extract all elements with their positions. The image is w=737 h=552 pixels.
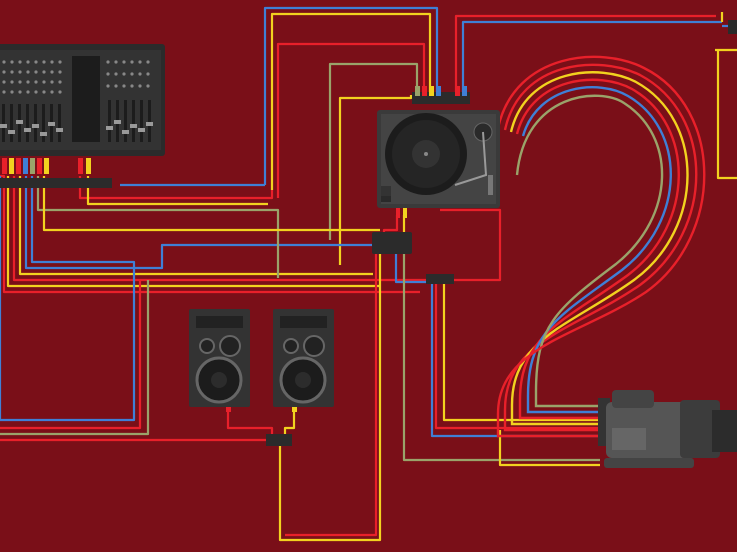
plug-tips bbox=[2, 86, 467, 412]
cable-red bbox=[0, 280, 142, 430]
mixing-console bbox=[0, 44, 165, 156]
cable-olive bbox=[328, 62, 419, 240]
midrange bbox=[303, 335, 325, 357]
speaker-top-panel bbox=[280, 316, 327, 328]
mixer-output-strip bbox=[0, 178, 112, 188]
speaker-left bbox=[189, 309, 250, 407]
turntable-spindle bbox=[424, 152, 428, 156]
cable-yellow bbox=[278, 250, 382, 542]
monitor-partial bbox=[728, 20, 737, 34]
cable-blue bbox=[24, 176, 375, 270]
cable-yellow bbox=[442, 282, 600, 422]
junction-box-speakers bbox=[266, 434, 292, 446]
cable-red bbox=[12, 176, 440, 282]
speaker-top-panel bbox=[196, 316, 243, 328]
cable-bundle-curve bbox=[496, 55, 706, 438]
monitor-connector bbox=[728, 20, 737, 34]
mixer-fader-slots bbox=[2, 56, 151, 142]
cable-yellow bbox=[42, 176, 380, 232]
cable-olive bbox=[0, 280, 150, 436]
pitch-slider bbox=[488, 175, 493, 195]
cable-red bbox=[454, 14, 716, 95]
speed-button bbox=[381, 196, 391, 202]
cable-blue bbox=[521, 86, 672, 414]
connectors bbox=[0, 86, 470, 446]
woofer-cap bbox=[295, 372, 311, 388]
cable-yellow bbox=[338, 95, 413, 265]
cable-yellow bbox=[715, 12, 737, 180]
camera-handle bbox=[612, 390, 654, 408]
cable-red bbox=[285, 250, 378, 537]
cable-blue bbox=[0, 176, 136, 422]
cable-red bbox=[434, 282, 600, 430]
tweeter bbox=[199, 338, 215, 354]
cable-blue bbox=[461, 20, 722, 95]
tonearm bbox=[454, 131, 488, 186]
cable-olive bbox=[515, 94, 664, 408]
cable-blue bbox=[263, 6, 439, 185]
cable-yellow bbox=[498, 430, 600, 467]
cable-yellow bbox=[18, 176, 373, 276]
mixer-fader-caps bbox=[0, 120, 153, 136]
junction-box-center bbox=[372, 232, 412, 254]
turntable bbox=[377, 110, 500, 208]
speaker-right bbox=[273, 309, 334, 407]
cable-olive bbox=[402, 250, 600, 462]
video-camera bbox=[598, 390, 737, 468]
woofer-cap bbox=[211, 372, 227, 388]
camera-base bbox=[604, 458, 694, 468]
cable-red bbox=[0, 174, 420, 294]
cable-red bbox=[440, 208, 502, 282]
junction-box-right bbox=[426, 274, 454, 284]
cable-red bbox=[496, 55, 706, 438]
midrange bbox=[219, 335, 241, 357]
cable-yellow bbox=[270, 12, 432, 190]
start-button bbox=[381, 186, 391, 196]
cable-red bbox=[276, 42, 426, 198]
camera-lens-hood bbox=[680, 400, 720, 458]
tweeter bbox=[283, 338, 299, 354]
cable-olive bbox=[36, 176, 280, 278]
camera-lens bbox=[712, 410, 737, 452]
cable-yellow bbox=[6, 176, 380, 288]
mixer-knobs bbox=[2, 60, 150, 94]
camera-side-panel bbox=[612, 428, 646, 450]
